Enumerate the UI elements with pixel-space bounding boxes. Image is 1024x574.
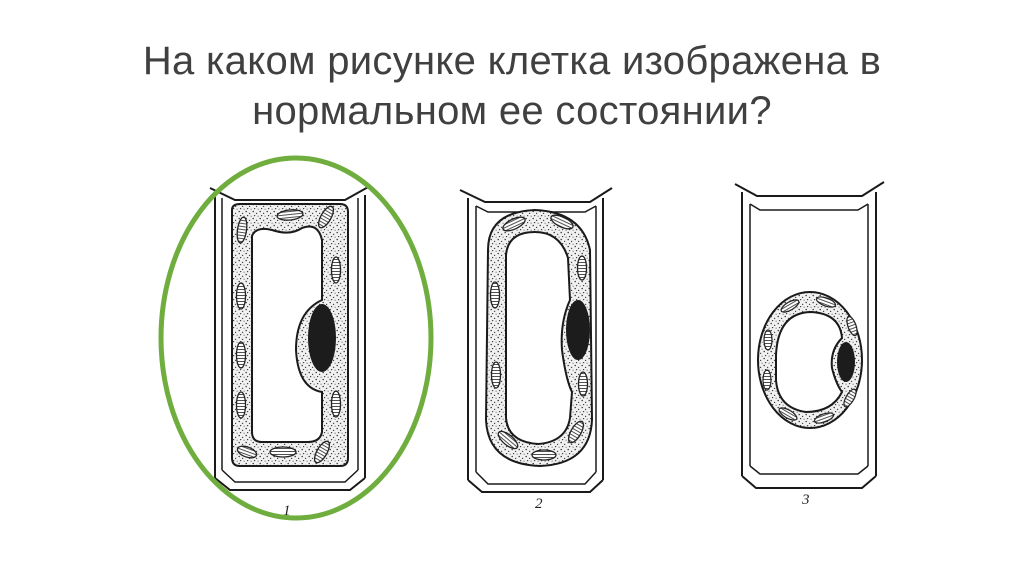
cell-3-label: 3 [801, 492, 810, 508]
cell-3-drawing: 3 [735, 182, 884, 508]
cell-2-label: 2 [535, 496, 543, 512]
cell-1-nucleus [308, 304, 336, 372]
cell-2-drawing: 2 [460, 188, 612, 512]
cell-3-nucleus [837, 342, 855, 382]
cell-1-drawing: 1 [210, 186, 370, 519]
cell-2-nucleus [566, 300, 590, 360]
